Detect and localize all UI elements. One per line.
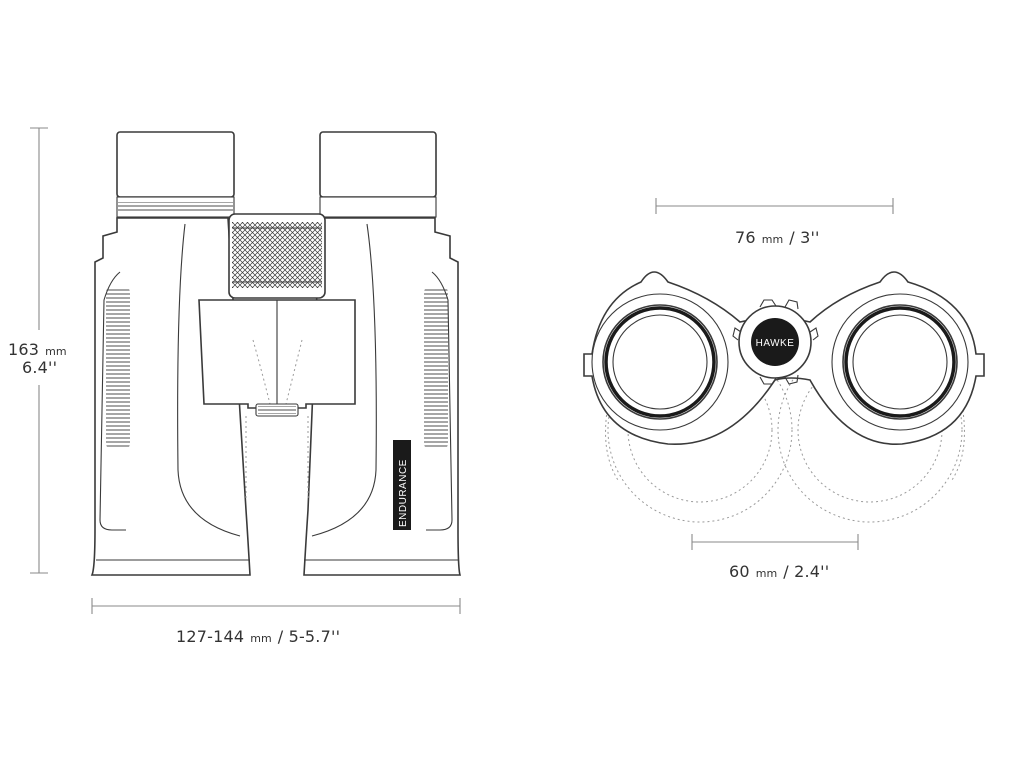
interpupillary-dimension: 60 mm / 2.4'': [691, 534, 859, 581]
height-mm-value: 163: [8, 340, 39, 359]
right-barrel: [303, 217, 462, 576]
width-mm-value: 127-144: [176, 627, 244, 646]
width-dimension: 127-144 mm / 5-5.7'': [91, 598, 461, 646]
left-grip-texture: [106, 288, 130, 448]
front-view: ENDURANCE: [90, 131, 462, 576]
brand-label: HAWKE: [756, 338, 795, 349]
ipd-imperial: / 2.4'': [783, 562, 829, 581]
width-imperial: / 5-5.7'': [278, 627, 340, 646]
model-badge: [393, 440, 411, 530]
left-objective-lens: [602, 304, 718, 420]
spacing-mm-value: 76: [735, 228, 756, 247]
ipd-mm-unit: mm: [756, 567, 777, 580]
height-mm-unit: mm: [45, 345, 66, 358]
left-eyecup: [116, 131, 235, 198]
objective-spacing-dimension: 76 mm / 3'': [655, 198, 894, 247]
spacing-mm-unit: mm: [762, 233, 783, 246]
right-eyecup: [319, 131, 437, 198]
right-grip-texture: [424, 288, 448, 448]
left-barrel: [90, 217, 251, 576]
hawke-logo-disc: [751, 318, 799, 366]
spacing-imperial: / 3'': [789, 228, 819, 247]
right-objective-lens: [842, 304, 958, 420]
ipd-mm-value: 60: [729, 562, 750, 581]
width-mm-unit: mm: [250, 632, 271, 645]
height-dimension: 163 mm 6.4'': [8, 127, 67, 574]
model-label: ENDURANCE: [398, 459, 409, 527]
objective-view: HAWKE: [583, 271, 985, 523]
height-imperial: 6.4'': [22, 358, 57, 377]
